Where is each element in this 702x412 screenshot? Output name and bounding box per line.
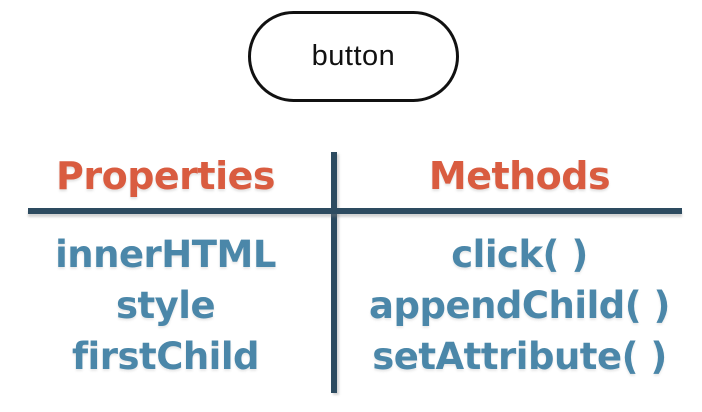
button-node-label: button [311,40,396,72]
method-item: appendChild( ) [369,284,670,327]
button-node: button [248,11,459,102]
property-item: firstChild [71,335,260,378]
methods-list: click( ) appendChild( ) setAttribute( ) [337,229,702,382]
header-underline [28,208,682,214]
method-item: click( ) [451,233,588,276]
method-item: setAttribute( ) [372,335,667,378]
property-item: innerHTML [55,233,276,276]
properties-header: Properties [56,154,276,198]
column-divider-line [331,152,337,393]
properties-list: innerHTML style firstChild [0,229,331,382]
property-item: style [115,284,216,327]
methods-header: Methods [428,154,611,198]
